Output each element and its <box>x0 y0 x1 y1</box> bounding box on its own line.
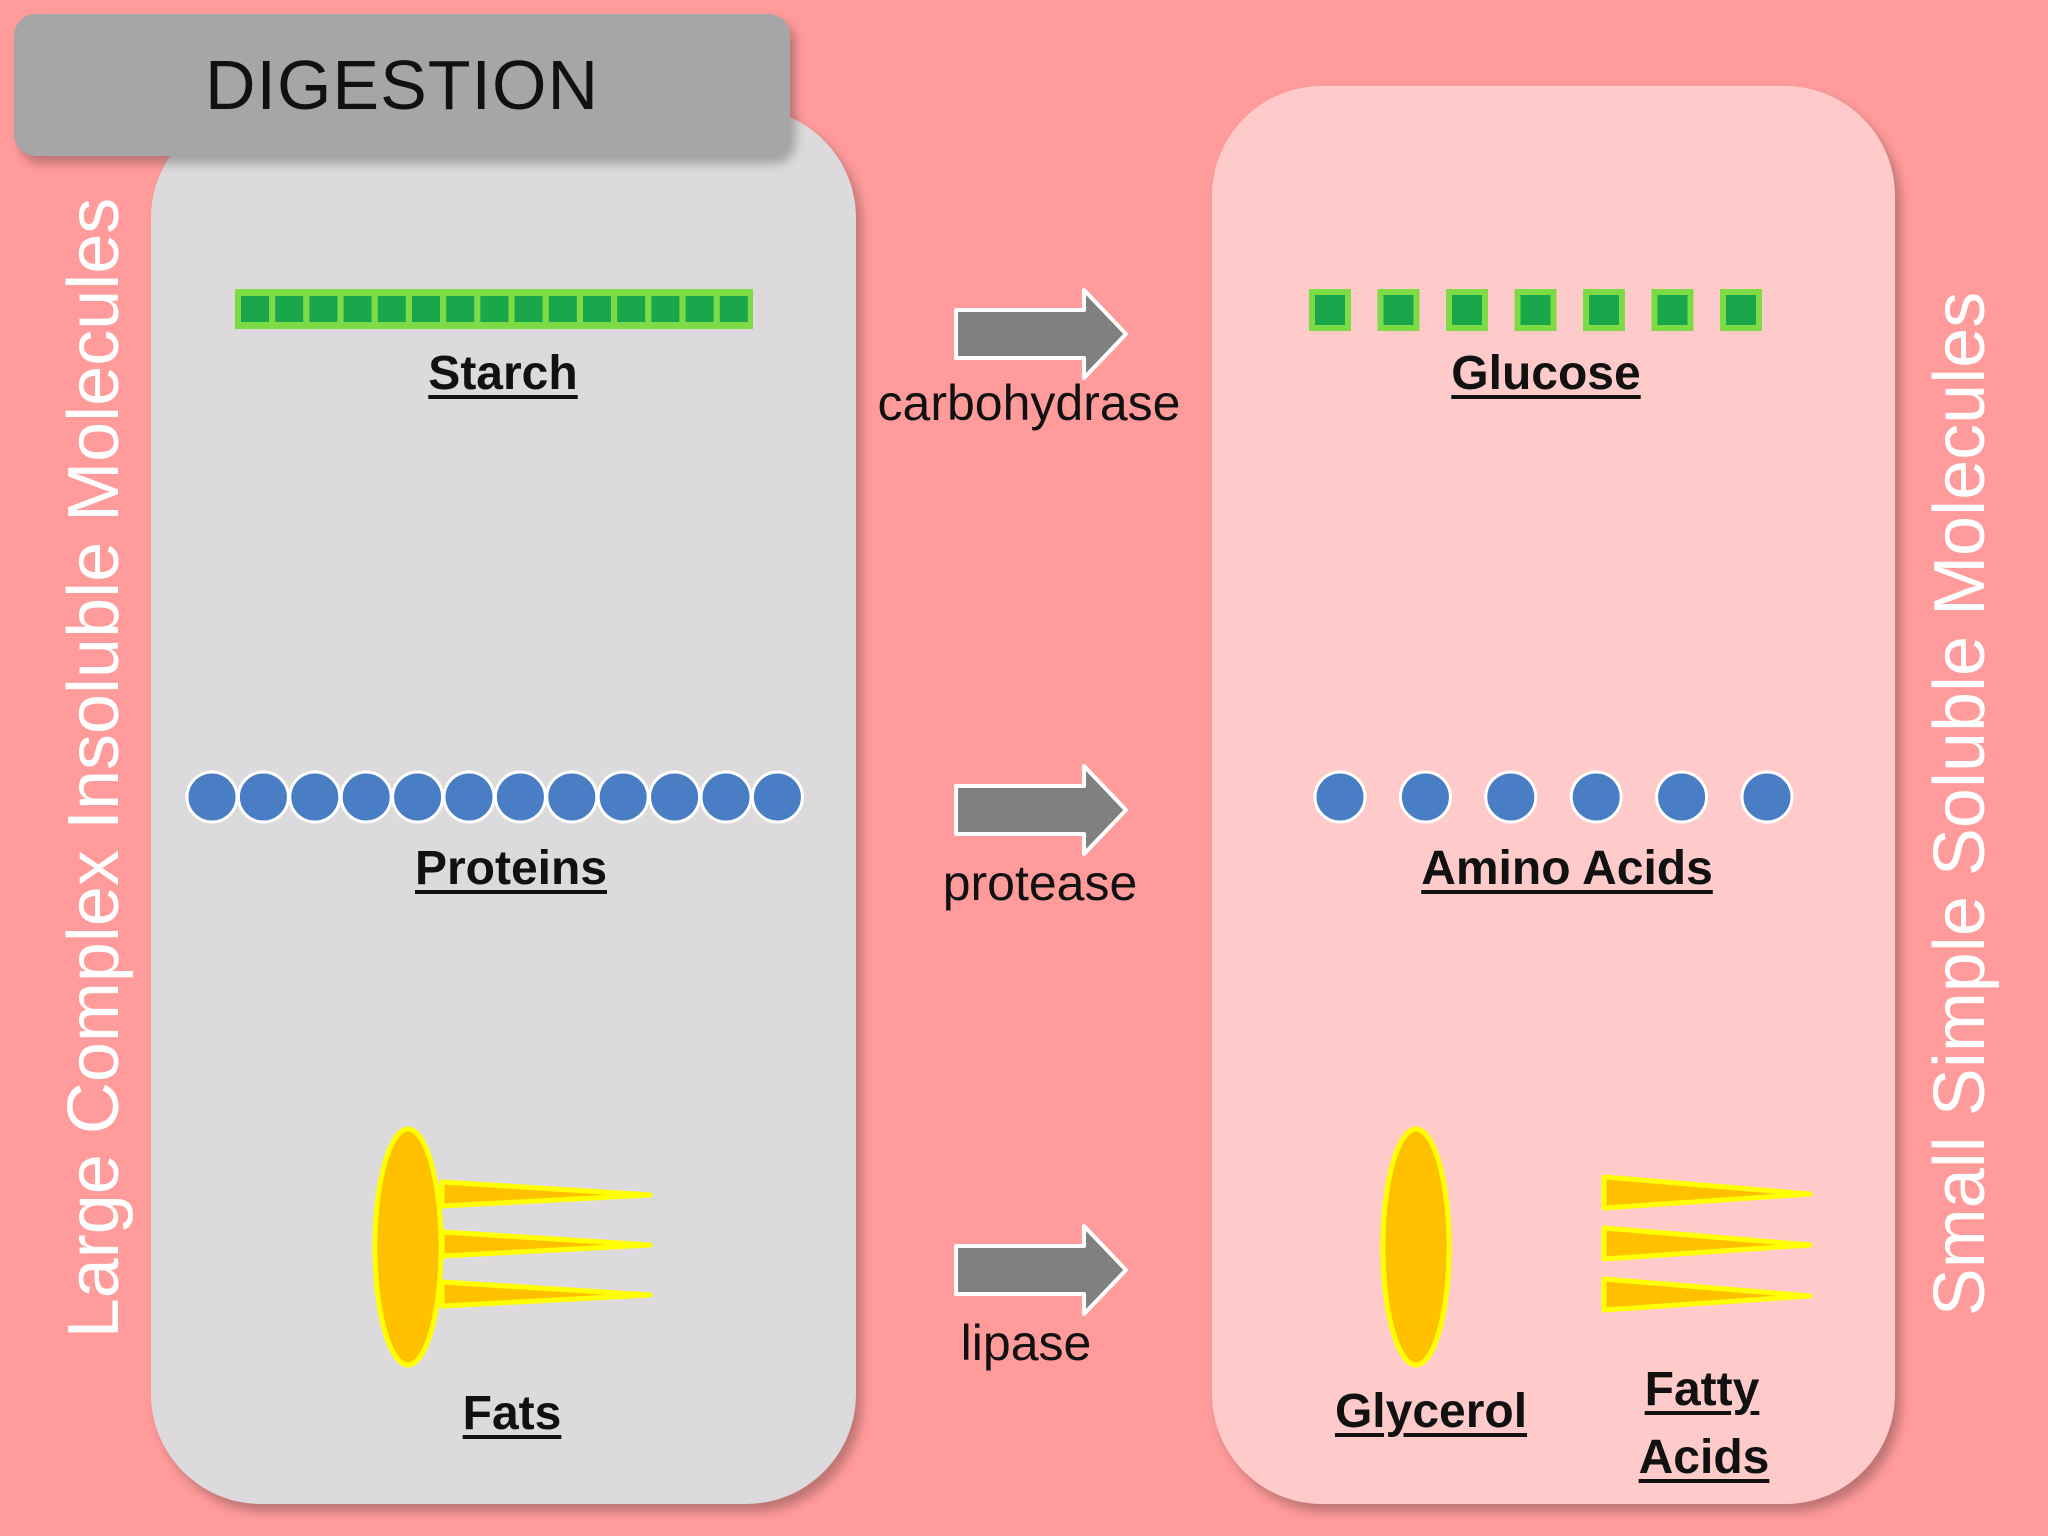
page-title: DIGESTION <box>204 46 600 124</box>
fatty-acids-molecule-icon <box>1601 1174 1813 1313</box>
protein-unit <box>236 770 290 824</box>
amino-acid-unit <box>1484 770 1538 824</box>
protein-unit <box>185 770 239 824</box>
amino-acids-label: Amino Acids <box>1421 842 1713 895</box>
glucose-unit <box>1377 289 1420 331</box>
starch-unit <box>309 296 338 322</box>
carbohydrase-label: carbohydrase <box>877 375 1181 431</box>
glycerol-label: Glycerol <box>1334 1385 1528 1438</box>
amino-acid-unit <box>1740 770 1794 824</box>
glucose-molecules-icon <box>1309 289 1762 331</box>
lipase-label: lipase <box>960 1315 1092 1371</box>
fats-label: Fats <box>462 1387 562 1440</box>
glucose-unit <box>1514 289 1557 331</box>
protease-label: protease <box>942 855 1138 911</box>
glucose-unit <box>1583 289 1625 331</box>
fatty-acids-label-line-1: Fatty <box>1644 1363 1760 1416</box>
starch-unit <box>377 296 406 322</box>
starch-unit <box>651 296 680 322</box>
starch-unit <box>480 296 509 322</box>
title-box: DIGESTION <box>14 14 790 156</box>
protein-chain-icon <box>185 770 804 824</box>
protein-unit <box>493 770 547 824</box>
lipase-arrow-icon <box>954 1224 1128 1316</box>
protein-unit <box>545 770 599 824</box>
glucose-label: Glucose <box>1451 347 1641 400</box>
starch-unit <box>583 296 611 322</box>
starch-label: Starch <box>428 347 578 400</box>
amino-acid-unit <box>1398 770 1452 824</box>
protein-unit <box>596 770 650 824</box>
starch-unit <box>685 296 714 322</box>
starch-unit <box>446 296 475 322</box>
amino-acid-unit <box>1313 770 1367 824</box>
large-molecules-side-label: Large Complex Insoluble Molecules <box>54 197 134 1339</box>
protein-unit <box>339 770 393 824</box>
protein-unit <box>288 770 342 824</box>
proteins-label: Proteins <box>414 842 608 895</box>
starch-chain-icon <box>235 289 753 329</box>
protein-unit <box>648 770 702 824</box>
starch-unit <box>719 296 748 322</box>
starch-unit <box>275 296 304 322</box>
glucose-unit <box>1446 289 1488 331</box>
glucose-unit <box>1651 289 1694 331</box>
starch-unit <box>617 296 646 322</box>
starch-unit <box>548 296 577 322</box>
starch-unit <box>514 296 543 322</box>
protein-unit <box>391 770 445 824</box>
amino-acid-unit <box>1655 770 1709 824</box>
glucose-unit <box>1720 289 1762 331</box>
glycerol-molecule-icon <box>1380 1126 1452 1368</box>
starch-unit <box>412 296 440 322</box>
carbohydrase-arrow-icon <box>954 288 1128 380</box>
protein-unit <box>750 770 804 824</box>
fatty-acids-label-line-2: Acids <box>1638 1431 1770 1484</box>
glucose-unit <box>1309 289 1351 331</box>
amino-acid-molecules-icon <box>1313 770 1794 824</box>
fat-molecule-icon <box>372 1126 653 1368</box>
small-molecules-side-label: Small Simple Soluble Molecules <box>1920 291 2000 1317</box>
starch-unit <box>343 296 372 322</box>
protease-arrow-icon <box>954 764 1128 856</box>
protein-unit <box>699 770 753 824</box>
amino-acid-unit <box>1569 770 1623 824</box>
starch-unit <box>241 296 269 322</box>
protein-unit <box>442 770 496 824</box>
